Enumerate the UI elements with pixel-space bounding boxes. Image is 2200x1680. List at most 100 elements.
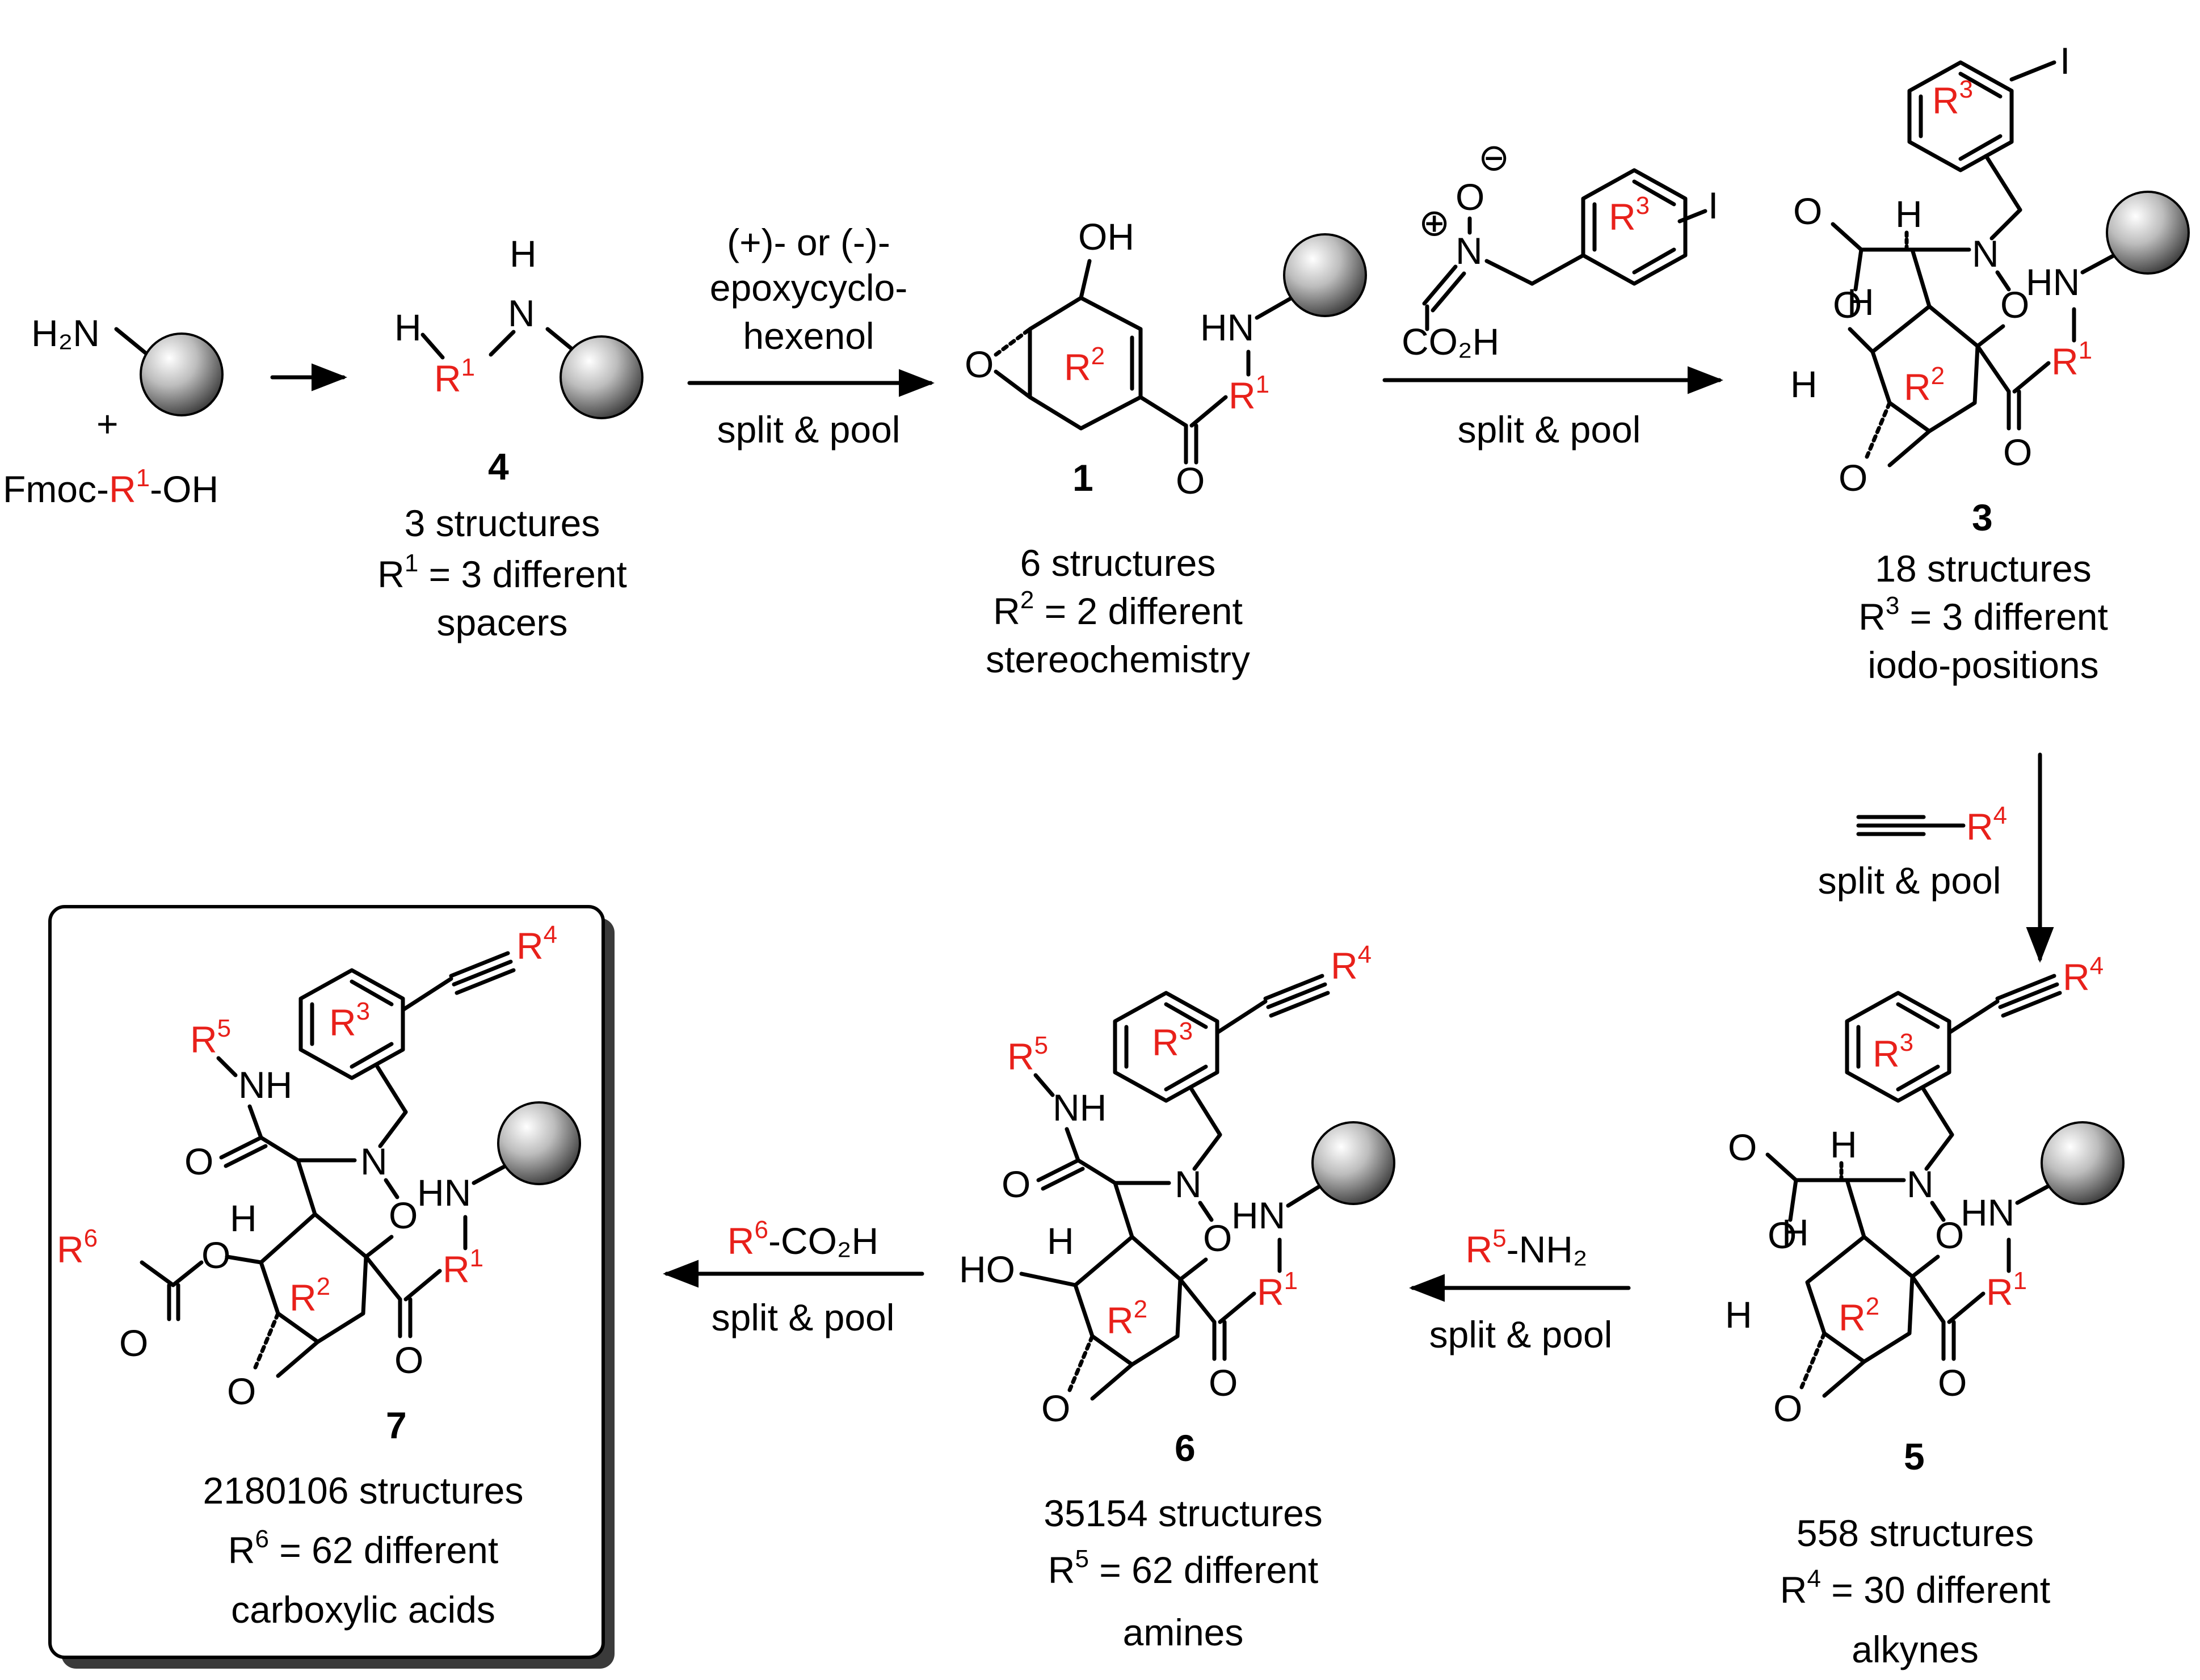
atom-h: H [1895,193,1923,235]
bond [276,1340,320,1378]
r1-label: R1 [1229,370,1269,416]
bond [1887,429,1932,468]
compound-number: 6 [1175,1427,1196,1469]
reagent-line-1: (+)- or (-)- [727,221,890,263]
bond [1255,293,1299,320]
r4-label: R4 [516,921,557,967]
hashed-bond [1067,1334,1095,1392]
variation-line: R4 = 30 different [1780,1565,2050,1611]
ring-n: N [1907,1163,1934,1205]
atom-h: H [1830,1123,1857,1165]
grey-sphere-icon [497,1101,581,1185]
box-frame [48,905,605,1659]
triple-bond [1266,982,1327,1009]
hydroxyl-label: HO [959,1248,1015,1290]
carbonyl [1765,1152,1798,1182]
atom-h: H [1782,1211,1809,1253]
bond [1215,999,1268,1035]
compound-5: R3 R4 N O H O O H R2 H O O R1 HN [1725,952,2125,1670]
bond [420,332,445,360]
atom-h: H [1790,363,1818,405]
carbonyl [1036,1158,1080,1182]
bond [2009,60,2056,82]
structure-count: 2180106 structures [203,1470,523,1511]
ring-o: O [2000,284,2029,326]
carbonyl [219,1135,263,1160]
r2-label: R2 [1904,362,1945,408]
compound-6: R3 R4 N O R5 NH O H R2 HO O O R1 [959,941,1395,1653]
reagent-label: R5-NH₂ [1465,1224,1587,1270]
variation-line: R6 = 62 different [228,1525,498,1571]
variation-description: iodo-positions [1867,644,2098,686]
cyclohexane-ring [1805,1178,1915,1364]
carbonyl-o: O [394,1339,423,1381]
bond [1947,1291,1986,1324]
triple-bond [455,968,516,995]
structure-count: 3 structures [405,502,600,544]
ring-n: N [360,1140,388,1182]
compound-number: 3 [1972,496,1993,538]
bond [1065,1127,1080,1163]
r4-label: R4 [2063,952,2104,998]
grey-sphere-icon [560,335,643,419]
bond [1178,1257,1208,1282]
r5-label: R5 [190,1014,231,1060]
structure-count: 35154 structures [1044,1492,1323,1534]
epoxide-o: O [1041,1387,1070,1429]
minus-charge: ⊖ [1478,136,1509,178]
r1-label: R1 [443,1244,483,1290]
carboxylic-acid: CO₂H [1402,321,1499,363]
ring-n: N [1175,1163,1202,1205]
bond [1975,344,2011,394]
plus-sign: + [96,403,119,445]
r6-label: R6 [57,1224,98,1270]
r3-label: R3 [1152,1017,1193,1063]
bond [140,1260,175,1287]
plus-charge: ⊕ [1419,201,1450,243]
r1-group: R1 [434,353,475,399]
compound-number: 4 [488,445,509,487]
bond [1530,253,1585,286]
split-pool-label: split & pool [712,1296,895,1338]
carbonyl-o: O [119,1322,148,1364]
carbonyl-o: O [184,1140,213,1182]
bond [1677,209,1707,224]
bond [171,1260,204,1287]
bond [1924,1132,1954,1171]
grey-sphere-icon [140,332,224,416]
carbonyl [1041,1167,1085,1191]
atom-h: H [394,306,422,348]
r3-label: R3 [1932,75,1973,121]
nitrone-n: N [1456,230,1483,272]
split-pool-label: split & pool [717,409,901,450]
compound-1: OH R2 O O R1 HN 1 6 structures R2 = 2 di… [965,216,1367,680]
bond [1822,1359,1866,1398]
r3-label: R3 [1609,192,1650,238]
atom-h: H [510,233,537,275]
bond [1989,208,2022,241]
structure-count: 6 structures [1020,542,1216,584]
bond [1033,1073,1055,1097]
split-pool-label: split & pool [1429,1313,1613,1355]
bond [1947,999,2000,1035]
benzene-ring [298,968,405,1080]
hashed-bond [1799,1331,1827,1390]
cyclohexane-ring [259,1158,368,1344]
aromatic-bonds [310,979,394,1069]
triple-bond [1263,974,1324,1001]
r2-label: R2 [1839,1292,1879,1338]
carbonyl [224,1144,268,1168]
compound-7-box [48,905,615,1669]
bond [1189,395,1228,428]
atom-h: H [1847,281,1874,323]
triple-bond [1269,991,1330,1018]
starting-material: H₂N + Fmoc-R1-OH [3,312,224,510]
aromatic-bonds [1124,1002,1208,1092]
carbonyl-o: O [1002,1163,1030,1205]
amide-nh: HN [1231,1194,1285,1236]
variation-description: stereochemistry [986,638,1250,680]
bond [1984,154,2022,212]
r3-label: R3 [1873,1029,1913,1075]
bond [1198,1201,1214,1222]
